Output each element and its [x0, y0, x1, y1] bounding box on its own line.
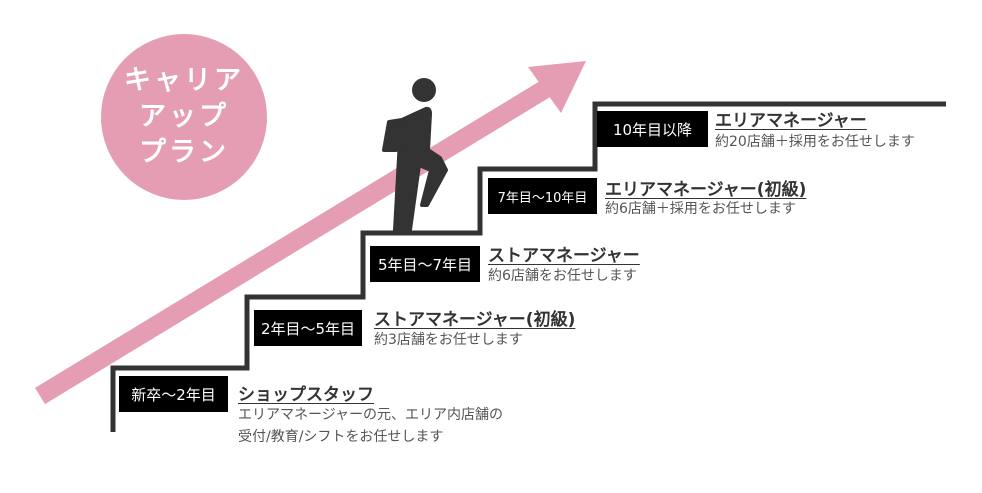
- heading-line: プラン: [139, 137, 229, 168]
- period-badge: 2年目～5年目: [254, 310, 362, 346]
- role-description: 約3店舗をお任せします: [374, 332, 523, 348]
- role-description: 約20店舗＋採用をお任せします: [715, 134, 915, 150]
- period-badge: 新卒～2年目: [119, 376, 228, 412]
- role-title: エリアマネージャー(初級): [605, 180, 807, 200]
- role-description: エリアマネージャーの元、エリア内店舗の: [238, 407, 504, 423]
- period-badge: 10年目以降: [597, 111, 708, 147]
- role-title: ストアマネージャー: [488, 246, 640, 266]
- heading-line: キャリア: [124, 65, 244, 96]
- role-description: 約6店舗＋採用をお任せします: [605, 201, 796, 217]
- heading-line: アップ: [139, 101, 229, 132]
- role-title: ショップスタッフ: [238, 385, 374, 405]
- role-title: エリアマネージャー: [715, 111, 867, 131]
- climbing-person-icon: [382, 78, 448, 232]
- period-badge: 5年目～7年目: [370, 246, 480, 282]
- growth-arrow-icon: [35, 61, 586, 405]
- career-up-plan-heading: キャリア アップ プラン: [101, 34, 267, 200]
- role-description: 約6店舗をお任せします: [488, 268, 637, 284]
- role-description: 受付/教育/シフトをお任せします: [238, 429, 444, 445]
- period-badge: 7年目～10年目: [488, 178, 597, 214]
- role-title: ストアマネージャー(初級): [374, 310, 576, 330]
- staircase: [110, 101, 946, 432]
